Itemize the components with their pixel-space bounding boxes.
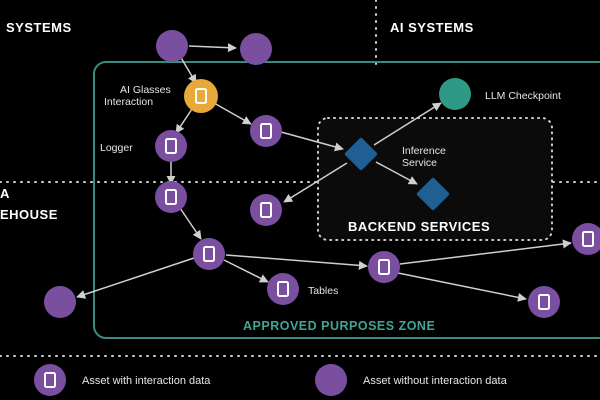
node-llm-checkpoint [439,78,471,110]
edge [175,105,195,134]
label-ai-glasses-1: AI Glasses [120,84,171,96]
edge [76,257,195,299]
edge [179,207,202,240]
document-icon [195,88,207,104]
legend-label-with-data: Asset with interaction data [82,375,211,387]
document-icon [277,281,289,297]
zone-label-warehouse-2: EHOUSE [0,207,58,222]
legend-label-without-data: Asset without interaction data [363,375,508,387]
document-icon [165,138,177,154]
legend-item-with-data: Asset with interaction data [34,364,211,396]
legend: Asset with interaction data Asset withou… [34,364,508,396]
label-inference-1: Inference [402,145,446,157]
edges [76,43,572,302]
edge [188,43,237,53]
asset-with-data [250,194,282,226]
zone-label-warehouse-1: A [0,186,10,201]
circle-icon [315,364,347,396]
asset-with-data [528,286,560,318]
label-inference-2: Service [402,157,437,169]
edge [179,55,197,84]
node-tables [267,273,299,305]
edge [399,239,572,265]
document-icon [203,246,215,262]
asset-with-data [250,115,282,147]
asset-without-data [44,286,76,318]
zone-label-backend: BACKEND SERVICES [348,219,490,234]
zone-label-ai-systems: AI SYSTEMS [390,20,474,35]
edge [213,102,252,125]
document-icon [260,202,272,218]
label-tables: Tables [308,285,338,297]
legend-item-without-data: Asset without interaction data [315,364,508,396]
asset-without-data [156,30,188,62]
backend-services-box [317,117,553,241]
document-icon [378,259,390,275]
edge [397,272,527,302]
label-llm-checkpoint: LLM Checkpoint [485,90,561,102]
document-icon [538,294,550,310]
asset-with-data [193,238,225,270]
node-backend-service [416,177,450,211]
label-ai-glasses-2: Interaction [104,96,153,108]
edge [373,102,442,146]
asset-with-data [155,181,187,213]
edge [223,259,269,283]
document-icon [260,123,272,139]
document-icon [165,189,177,205]
asset-with-data [368,251,400,283]
label-logger: Logger [100,142,133,154]
node-logger [155,130,187,162]
edge [283,162,348,203]
edge [225,254,368,270]
node-inference-service [344,137,378,171]
approved-purposes-zone [93,61,600,339]
asset-without-data [240,33,272,65]
document-icon [44,372,56,388]
node-ai-glasses [184,79,218,113]
asset-with-data [572,223,600,255]
document-icon [582,231,594,247]
edge [280,131,344,152]
edge [375,161,418,185]
zone-label-systems: SYSTEMS [6,20,72,35]
zone-label-approved: APPROVED PURPOSES ZONE [243,319,435,333]
